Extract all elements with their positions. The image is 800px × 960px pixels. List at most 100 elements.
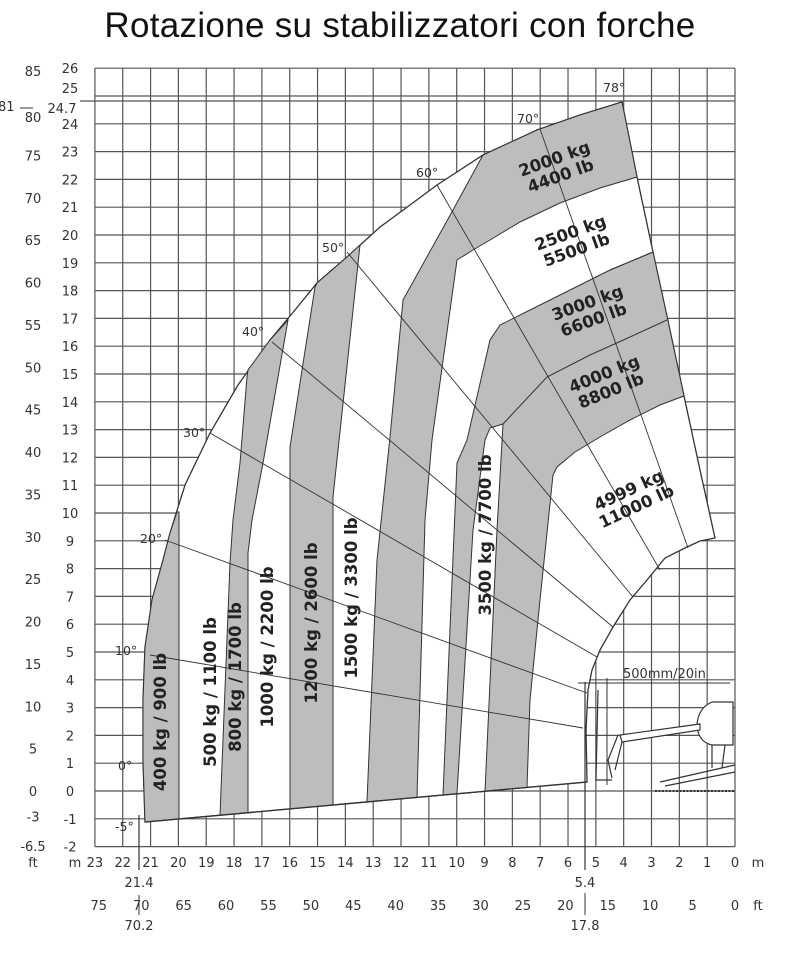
angle-line xyxy=(271,341,614,628)
zone-boundary-3000-4000 xyxy=(502,319,668,425)
load-kg: 1500 kg xyxy=(342,604,361,678)
y-tick-ft: 0 xyxy=(29,785,37,800)
telehandler-icon xyxy=(595,689,736,792)
max-reach-ft: 70.2 xyxy=(125,919,154,934)
forks-icon xyxy=(595,689,612,781)
y-tick-m: 3 xyxy=(66,702,74,717)
y-tick-m: -1 xyxy=(64,813,77,828)
load-lb: 1700 lb xyxy=(226,602,245,671)
y-tick-ft: 10 xyxy=(25,700,42,715)
y-tick-ft: 50 xyxy=(25,361,42,376)
y-tick-m: 23 xyxy=(62,146,79,161)
load-separator: / xyxy=(302,612,321,630)
load-lb: 1100 lb xyxy=(201,617,220,686)
load-lb: 900 lb xyxy=(151,653,170,711)
max-height-ft-label: 81 xyxy=(0,100,15,115)
x-tick-ft: 70 xyxy=(133,899,150,914)
angle-label: -5° xyxy=(115,819,134,834)
x-tick-m: 22 xyxy=(114,856,131,871)
stabilizer-icon xyxy=(659,744,736,787)
load-separator: / xyxy=(201,686,220,704)
x-tick-m: 3 xyxy=(647,856,655,871)
x-tick-m: 15 xyxy=(309,856,326,871)
y-tick-m: 17 xyxy=(62,312,79,327)
y-tick-m: 4 xyxy=(66,674,74,689)
y-tick-m: 5 xyxy=(66,646,74,661)
angle-line xyxy=(436,184,661,571)
angle-label: 50° xyxy=(322,240,344,255)
y-tick-m: 9 xyxy=(66,535,74,550)
x-tick-m: 6 xyxy=(564,856,572,871)
load-separator: / xyxy=(226,671,245,689)
zone-boundary xyxy=(609,251,654,271)
max-reach-m: 21.4 xyxy=(125,876,154,891)
angle-label: 60° xyxy=(416,165,438,180)
y-tick-m: 22 xyxy=(62,173,79,188)
x-tick-ft: 10 xyxy=(642,899,659,914)
load-zone-gray xyxy=(289,243,361,810)
x-tick-m: 21 xyxy=(142,856,159,871)
x-tick-ft: 65 xyxy=(175,899,192,914)
cab-icon xyxy=(696,701,734,746)
load-kg: 3500 kg xyxy=(476,541,495,615)
y-tick-ft: 70 xyxy=(25,192,42,207)
y-tick-ft: 45 xyxy=(25,404,42,419)
angle-label: 30° xyxy=(183,425,205,440)
y-tick-ft: 55 xyxy=(25,319,42,334)
load-zone-gray xyxy=(142,511,180,823)
angle-label: 20° xyxy=(140,531,162,546)
y-tick-ft: 75 xyxy=(25,149,42,164)
load-zone-gray xyxy=(366,101,638,803)
x-tick-m: 7 xyxy=(536,856,544,871)
chart-title: Rotazione su stabilizzatori con forche xyxy=(104,6,696,45)
boom-icon xyxy=(619,723,701,743)
load-zone-label: 1500 kg / 3300 lb xyxy=(342,517,361,678)
x-tick-ft: 55 xyxy=(260,899,277,914)
x-tick-m: 5 xyxy=(592,856,600,871)
x-tick-m: 19 xyxy=(198,856,215,871)
reach-mark-ft: 17.8 xyxy=(571,919,600,934)
load-separator: / xyxy=(151,711,170,729)
angle-label: 10° xyxy=(115,643,137,658)
y-tick-m: 11 xyxy=(62,479,79,494)
y-tick-m: 2 xyxy=(66,729,74,744)
y-tick-ft: 80 xyxy=(25,111,42,126)
y-tick-ft: 25 xyxy=(25,573,42,588)
y-tick-m: 26 xyxy=(62,62,79,77)
y-tick-m: 14 xyxy=(62,396,79,411)
y-tick-m: 12 xyxy=(62,451,79,466)
angle-line xyxy=(164,539,588,694)
load-kg: 1200 kg xyxy=(302,629,321,703)
y-tick-ft: 15 xyxy=(25,658,42,673)
x-tick-ft: 50 xyxy=(303,899,320,914)
fork-carriage-icon xyxy=(607,734,623,779)
x-tick-m: 8 xyxy=(508,856,516,871)
load-zone-label: 1000 kg / 2200 lb xyxy=(258,566,277,727)
y-tick-ft: 35 xyxy=(25,488,42,503)
x-tick-m: 16 xyxy=(281,856,298,871)
max-height-m-label: 24.7 xyxy=(48,102,77,117)
load-zone-gray xyxy=(219,318,289,816)
y-tick-m: 7 xyxy=(66,590,74,605)
reach-mark-m: 5.4 xyxy=(575,876,596,891)
y-tick-ft: 30 xyxy=(25,531,42,546)
x-tick-m: 4 xyxy=(620,856,628,871)
load-zone-white-3500 xyxy=(456,423,504,795)
angle-line xyxy=(346,251,634,598)
y-tick-ft: 20 xyxy=(25,616,42,631)
load-zone-label: 1200 kg / 2600 lb xyxy=(302,542,321,703)
angle-label: 40° xyxy=(242,324,264,339)
y-tick-m: 8 xyxy=(66,563,74,578)
x-tick-ft: 75 xyxy=(91,899,108,914)
y-tick-m: 21 xyxy=(62,201,79,216)
y-tick-ft: 40 xyxy=(25,446,42,461)
y-tick-m: 25 xyxy=(62,82,79,97)
y-tick-m: 13 xyxy=(62,424,79,439)
x-tick-m: 13 xyxy=(365,856,382,871)
load-kg: 500 kg xyxy=(201,704,220,767)
load-lb: 3300 lb xyxy=(342,517,361,586)
y-tick-m: 6 xyxy=(66,618,74,633)
load-zone-label: 500 kg / 1100 lb xyxy=(201,617,220,767)
y-axis-ft-unit: ft xyxy=(28,856,37,871)
